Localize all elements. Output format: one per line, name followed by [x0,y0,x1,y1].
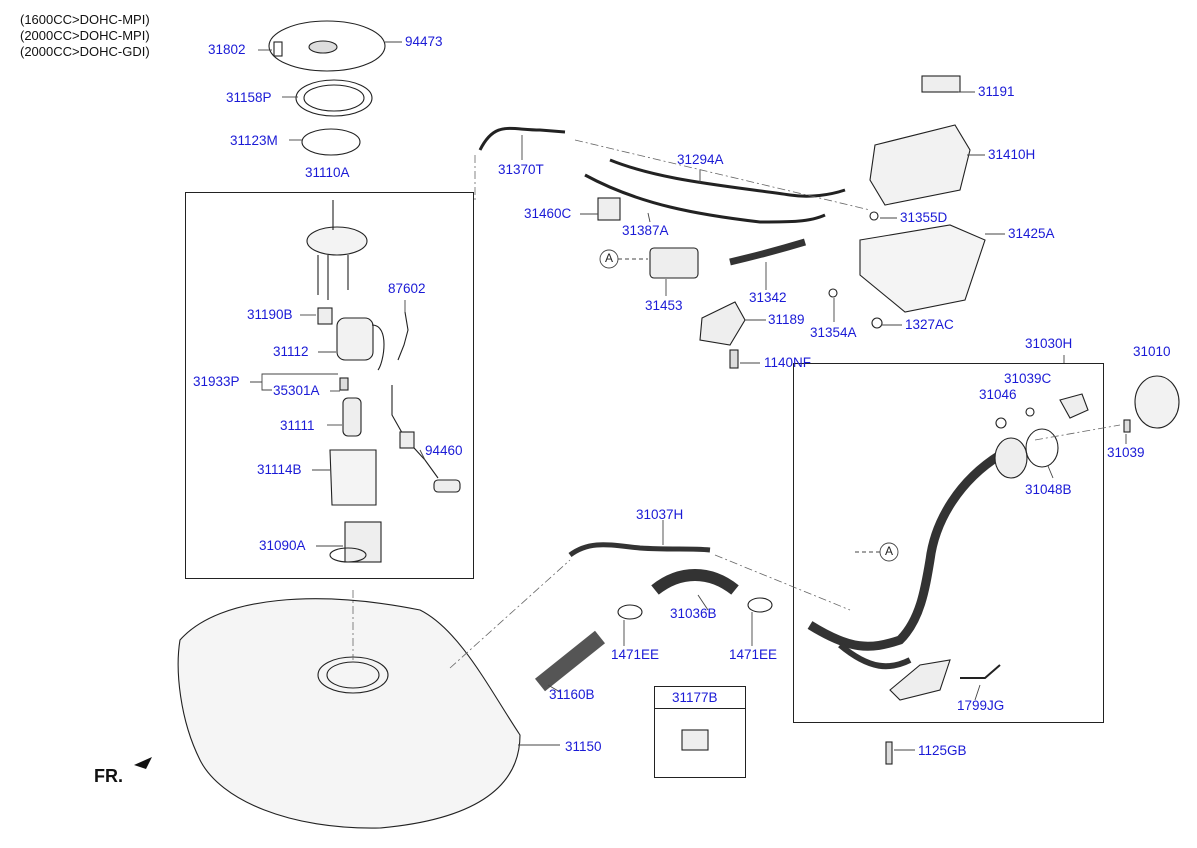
part-label-1799JG[interactable]: 1799JG [957,698,1005,713]
part-label-31191[interactable]: 31191 [978,84,1015,99]
part-31039C-shape [1025,407,1035,417]
fuel-cap-31010-shape [1134,375,1180,429]
tube-31160B-shape [535,630,605,692]
part-label-31425A[interactable]: 31425A [1008,226,1055,241]
part-label-1471EE-left[interactable]: 1471EE [611,647,660,662]
line-31294A-shape [609,158,846,198]
part-label-31370T[interactable]: 31370T [498,162,544,177]
part-label-31046[interactable]: 31046 [979,387,1017,402]
clamp-1471EE-b-shape [747,597,773,613]
neck-head-shape [994,437,1028,479]
part-label-35301A[interactable]: 35301A [273,383,320,398]
part-label-31177B[interactable]: 31177B [672,690,718,705]
nut-1327AC-shape [871,317,883,329]
cover-plate-hole [308,40,338,54]
part-label-31010[interactable]: 31010 [1133,344,1171,359]
strainer-31090A-shape [344,521,382,563]
part-label-1140NF[interactable]: 1140NF [764,355,812,370]
reference-marker-a-bottom: A [885,544,894,558]
part-label-31294A[interactable]: 31294A [677,152,724,167]
part-label-31090A[interactable]: 31090A [259,538,306,553]
bolt-1125GB-shape [885,741,893,765]
part-label-31355D[interactable]: 31355D [900,210,948,225]
filter-31453-shape [649,247,699,279]
reservoir-31114B-shape [329,449,377,506]
part-label-31110A[interactable]: 31110A [305,165,350,180]
part-31190B-shape [317,307,333,325]
bracket-31425A-shape [859,224,986,313]
part-label-31123M[interactable]: 31123M [230,133,278,148]
part-label-31160B[interactable]: 31160B [549,687,595,702]
part-label-31030H[interactable]: 31030H [1025,336,1073,351]
part-label-31039C[interactable]: 31039C [1004,371,1052,386]
part-label-31036B[interactable]: 31036B [670,606,717,621]
engine-note-3: (2000CC>DOHC-GDI) [20,44,150,59]
fuel-tank-31150-shape [177,598,521,829]
filler-neck-assembly-frame [793,363,1104,723]
filter-31112-shape [336,317,374,361]
line-31387A-shape [584,173,826,224]
pump-31111-shape [342,397,362,437]
fuel-pump-assembly-frame [185,192,474,579]
hose-31036B-shape [651,569,739,595]
gasket-31123M-shape [301,128,361,156]
reference-marker-a-top: A [605,251,614,265]
filter-31191-shape [921,75,961,93]
part-31177B-frame [654,686,746,778]
cover-plate-94473-shape [268,20,386,72]
part-label-31039[interactable]: 31039 [1107,445,1145,460]
sender-94460-shape [433,479,461,493]
clip-31460C-shape [597,197,621,221]
part-label-31802[interactable]: 31802 [208,42,246,57]
part-label-31354A[interactable]: 31354A [810,325,857,340]
gasket-31048B-shape [1025,428,1059,468]
part-label-31112[interactable]: 31112 [273,344,309,359]
part-label-31933P[interactable]: 31933P [193,374,240,389]
part-31177B-shape [681,729,709,751]
part-label-31158P[interactable]: 31158P [226,90,272,105]
part-label-31150[interactable]: 31150 [565,739,602,754]
part-label-1327AC[interactable]: 1327AC [905,317,954,332]
part-label-31189[interactable]: 31189 [768,312,805,327]
part-label-31114B[interactable]: 31114B [257,462,302,477]
part-label-1125GB[interactable]: 1125GB [918,743,967,758]
part-label-31342[interactable]: 31342 [749,290,787,305]
part-label-1471EE-right[interactable]: 1471EE [729,647,778,662]
part-31046-shape [995,417,1007,429]
part-label-87602[interactable]: 87602 [388,281,426,296]
front-indicator: FR. [94,766,123,786]
washer-31354A-shape [828,288,838,298]
part-label-31037H[interactable]: 31037H [636,507,684,522]
part-label-31387A[interactable]: 31387A [622,223,669,238]
engine-note-2: (2000CC>DOHC-MPI) [20,28,150,43]
filler-neck-shape [807,451,1003,651]
part-label-94473[interactable]: 94473 [405,34,443,49]
screw-31039-shape [1123,419,1131,433]
part-label-31111[interactable]: 31111 [280,418,315,433]
bolt-1140NF-shape [729,349,739,369]
part-35301A-shape [339,377,349,391]
clamp-1471EE-a-shape [617,604,643,620]
part-label-31048B[interactable]: 31048B [1025,482,1072,497]
bolt-31802-shape [273,41,283,57]
ring-31158P-shape [295,79,373,117]
hose-31342-shape [729,238,807,266]
hose-31037H-shape [568,542,711,558]
part-31177B-divider [654,708,745,709]
pump-flange-shape [306,226,368,256]
part-label-31453[interactable]: 31453 [645,298,683,313]
part-label-31190B[interactable]: 31190B [247,307,293,322]
part-label-31460C[interactable]: 31460C [524,206,572,221]
bracket-31189-shape [699,301,746,346]
engine-note-1: (1600CC>DOHC-MPI) [20,12,150,27]
front-arrow-icon [134,757,152,769]
canister-31410H-shape [869,124,971,206]
washer-31355D-shape [869,211,879,221]
hose-31370T-shape [478,126,566,151]
strap-1799JG-shape [960,664,1001,679]
part-label-31410H[interactable]: 31410H [988,147,1036,162]
part-label-94460[interactable]: 94460 [425,443,463,458]
